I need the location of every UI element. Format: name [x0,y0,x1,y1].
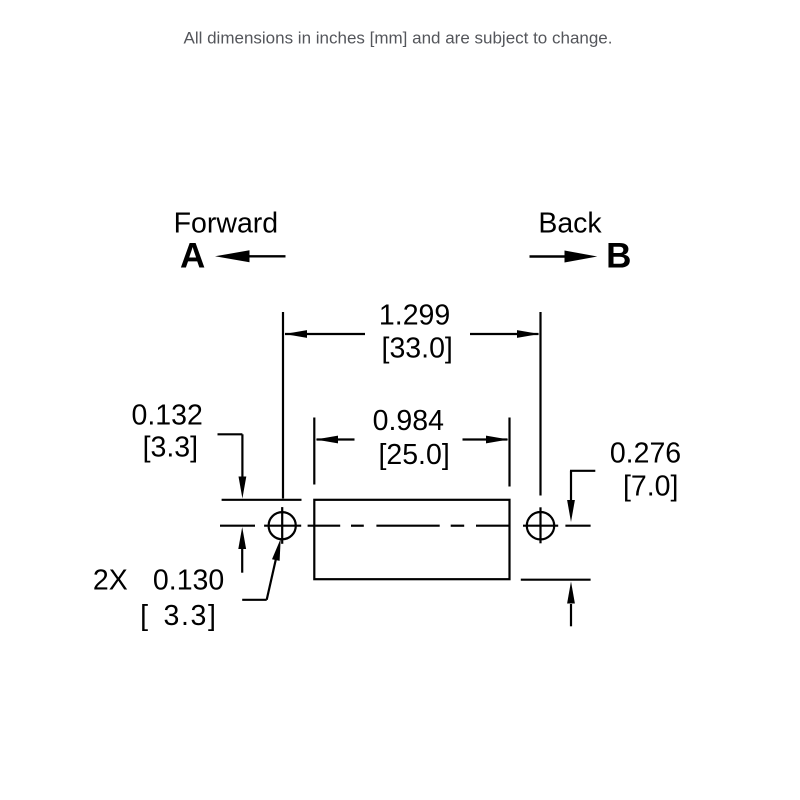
svg-text:2X: 2X [93,564,128,596]
svg-text:Forward: Forward [174,207,279,239]
svg-text:[25.0]: [25.0] [378,439,449,471]
svg-text:0.984: 0.984 [373,405,444,437]
svg-text:[3.3]: [3.3] [143,432,198,464]
svg-text:0.132: 0.132 [132,399,203,431]
svg-text:1.299: 1.299 [379,300,450,332]
svg-text:Back: Back [538,207,602,239]
svg-text:0.130: 0.130 [153,564,224,596]
svg-text:3.3]: 3.3] [164,600,218,632]
svg-text:B: B [606,237,631,276]
svg-text:All dimensions in inches [mm]: All dimensions in inches [mm] and are su… [183,28,612,47]
svg-text:[7.0]: [7.0] [623,471,678,503]
svg-text:A: A [180,237,205,276]
svg-text:[33.0]: [33.0] [382,333,453,365]
svg-text:0.276: 0.276 [610,437,681,469]
svg-text:[: [ [140,600,148,632]
